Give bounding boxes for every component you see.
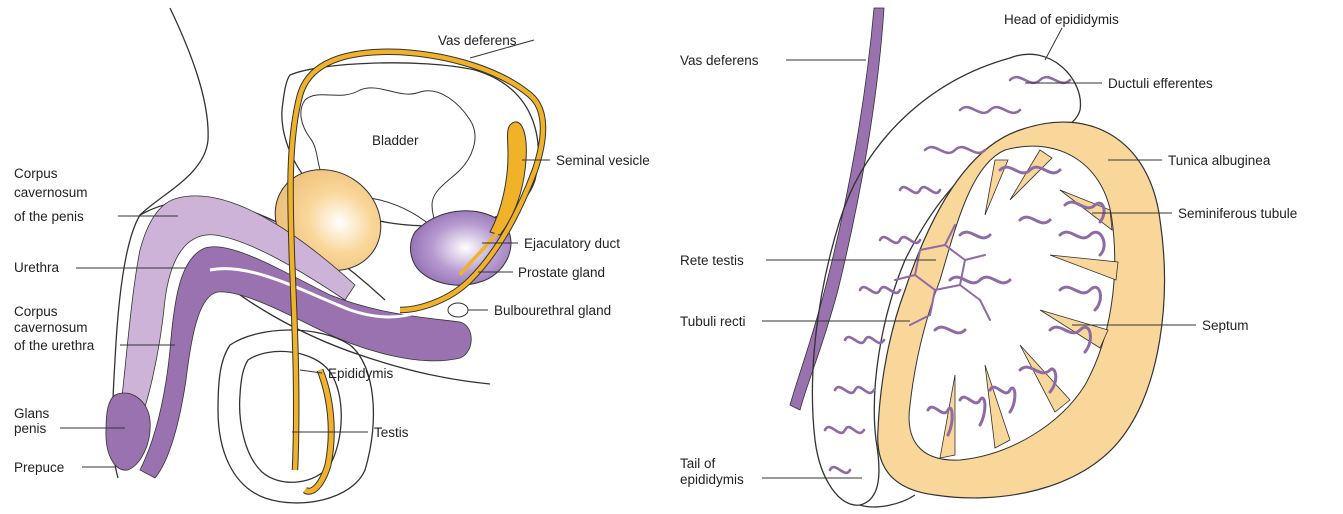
testis-section-panel: Head of epididymis Vas deferens Ductuli … [680, 8, 1297, 507]
label-glans-penis: Glans penis [14, 406, 53, 436]
glans-penis-shape [106, 393, 150, 470]
pointer-head-epididymis [1045, 28, 1062, 60]
label-prostate-gland: Prostate gland [518, 265, 605, 280]
label-bladder: Bladder [372, 133, 419, 148]
label-ductuli-efferentes: Ductuli efferentes [1108, 76, 1213, 91]
label-septum: Septum [1202, 318, 1249, 333]
label-corpus-cavernosum-urethra: Corpus cavernosum of the urethra [14, 304, 95, 353]
label-ejaculatory-duct: Ejaculatory duct [524, 236, 620, 251]
label-tunica-albuginea: Tunica albuginea [1168, 153, 1271, 168]
label-rete-testis: Rete testis [680, 253, 744, 268]
label-prepuce: Prepuce [14, 460, 64, 475]
sagittal-section-panel: Vas deferens Bladder Seminal vesicle Cor… [14, 8, 650, 503]
label-urethra: Urethra [14, 260, 60, 275]
label-tubuli-recti: Tubuli recti [680, 314, 746, 329]
label-head-of-epididymis: Head of epididymis [1004, 12, 1119, 27]
corpus-cavernosum-urethra-shape [140, 247, 471, 478]
label-epididymis: Epididymis [328, 366, 394, 381]
label-vas-deferens-left: Vas deferens [438, 33, 517, 48]
label-vas-deferens-right: Vas deferens [680, 53, 759, 68]
bulbourethral-gland-shape [448, 303, 468, 317]
label-bulbourethral-gland: Bulbourethral gland [494, 303, 611, 318]
vas-deferens-band [790, 8, 884, 410]
label-tail-of-epididymis: Tail of epididymis [680, 456, 744, 487]
label-corpus-cavernosum-penis: Corpus cavernosum of the penis [14, 166, 91, 224]
epididymis-fill [305, 370, 331, 491]
label-testis: Testis [374, 425, 409, 440]
label-seminiferous-tubule: Seminiferous tubule [1178, 206, 1297, 221]
label-seminal-vesicle: Seminal vesicle [556, 153, 650, 168]
